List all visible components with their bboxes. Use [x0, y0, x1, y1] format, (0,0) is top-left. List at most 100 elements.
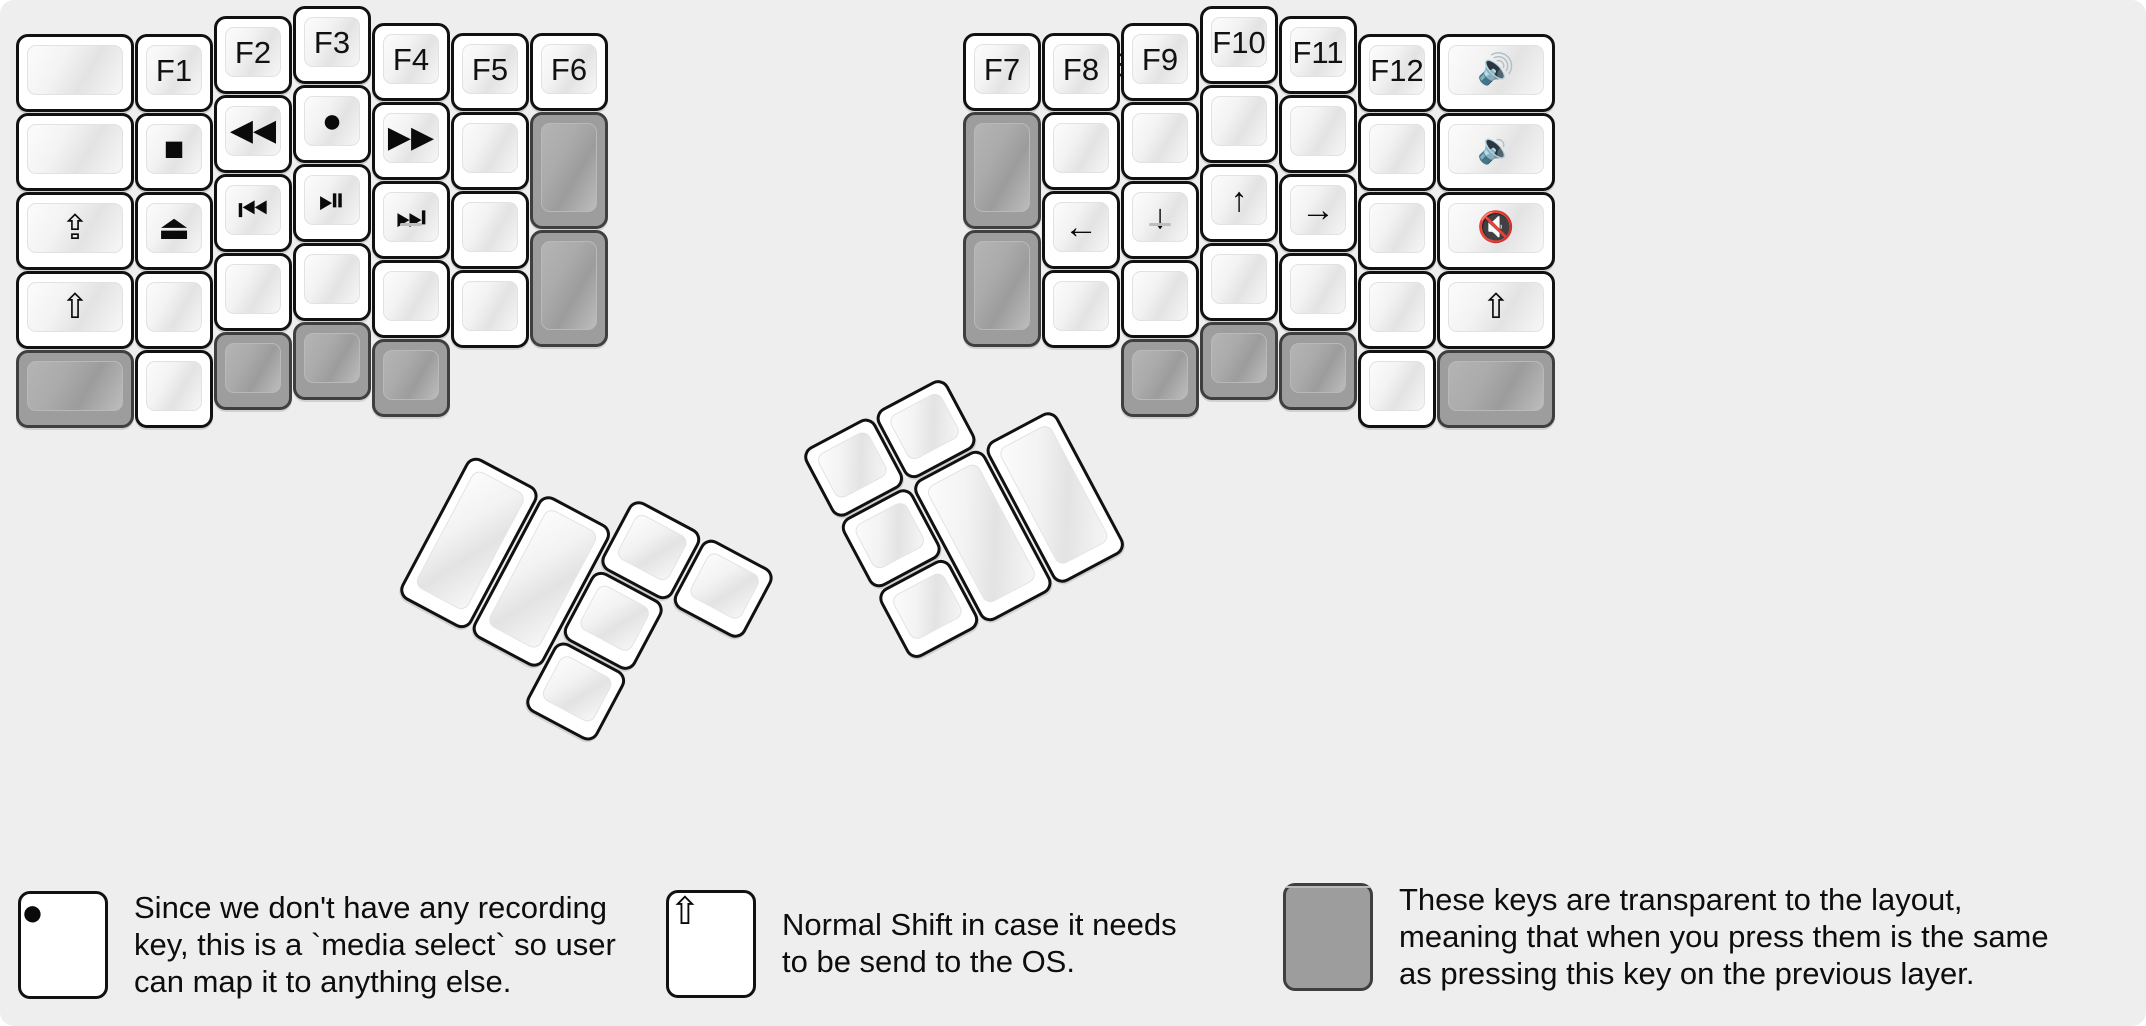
key-left-f5[interactable]: F5	[451, 33, 529, 111]
key-left-f1[interactable]: F1	[135, 34, 213, 112]
key-right-c3-r1[interactable]	[1200, 85, 1278, 163]
legend-transparent-key[interactable]	[1283, 883, 1373, 992]
key-left-c0-r3[interactable]: ⇧	[16, 271, 134, 349]
key-right-c5-r2[interactable]	[1358, 192, 1436, 270]
key-right-arrow-left-cap: ←	[1053, 202, 1109, 252]
key-left-c6-r2[interactable]	[530, 230, 608, 347]
key-left-c5-r1[interactable]	[451, 112, 529, 190]
key-left-c2-r3-cap	[225, 264, 281, 314]
key-right-arrow-down[interactable]: ↓	[1121, 181, 1199, 259]
key-left-f2-label: F2	[234, 34, 272, 70]
key-right-c0-r1[interactable]	[963, 112, 1041, 229]
key-left-eject-cap: ⏏	[146, 203, 202, 253]
key-right-f8-label: F8	[1062, 51, 1100, 87]
key-right-f8[interactable]: F8	[1042, 33, 1120, 111]
key-right-c3-r4[interactable]	[1200, 322, 1278, 400]
key-right-volume-down[interactable]: 🔉	[1437, 113, 1555, 191]
key-right-f9[interactable]: F9	[1121, 23, 1199, 101]
key-right-c5-r4[interactable]	[1358, 350, 1436, 428]
key-left-stop-cap: ■	[146, 124, 202, 174]
key-right-c2-r4[interactable]	[1121, 339, 1199, 417]
key-left-prev-track[interactable]: ⏮	[214, 174, 292, 252]
key-right-f10[interactable]: F10	[1200, 6, 1278, 84]
key-left-c6-r1[interactable]	[530, 112, 608, 229]
key-right-f11-label: F11	[1292, 34, 1344, 70]
key-left-f5-cap: F5	[462, 44, 518, 94]
key-left-f5-label: F5	[471, 51, 509, 87]
caps-lock-icon: ⇪	[60, 209, 90, 247]
key-right-thumb-4-cap	[887, 390, 962, 463]
legend-shift: ⇧Normal Shift in case it needs to be sen…	[666, 890, 1177, 998]
key-left-c4-r3[interactable]	[372, 260, 450, 338]
key-left-c5-r3[interactable]	[451, 270, 529, 348]
key-left-c3-r3[interactable]	[293, 243, 371, 321]
key-left-c0-r1-cap	[27, 124, 123, 174]
key-left-play-pause[interactable]: ⏯	[293, 164, 371, 242]
key-left-f3[interactable]: F3	[293, 6, 371, 84]
key-right-c3-r4-cap	[1211, 333, 1267, 383]
key-left-c4-r4[interactable]	[372, 339, 450, 417]
key-left-f6[interactable]: F6	[530, 33, 608, 111]
volume-mute-icon: 🔇	[1477, 211, 1515, 244]
key-right-arrow-up[interactable]: ↑	[1200, 164, 1278, 242]
key-left-next-track[interactable]: ⏭	[372, 181, 450, 259]
key-right-f12[interactable]: F12	[1358, 34, 1436, 112]
key-right-f10-cap: F10	[1211, 17, 1267, 67]
key-right-c5-r2-cap	[1369, 203, 1425, 253]
key-left-record[interactable]: ●	[293, 85, 371, 163]
key-left-c0-r2[interactable]: ⇪	[16, 192, 134, 270]
key-right-c5-r3[interactable]	[1358, 271, 1436, 349]
key-right-c6-r4[interactable]	[1437, 350, 1555, 428]
legend-shift-key[interactable]: ⇧	[666, 890, 756, 998]
previous-track-icon: ⏮	[237, 191, 269, 229]
key-right-arrow-left[interactable]: ←	[1042, 191, 1120, 269]
key-right-c3-r3[interactable]	[1200, 243, 1278, 321]
key-right-f7[interactable]: F7	[963, 33, 1041, 111]
key-left-f2[interactable]: F2	[214, 16, 292, 94]
key-left-c4-r3-cap	[383, 271, 439, 321]
key-right-volume-up[interactable]: 🔊	[1437, 34, 1555, 112]
key-left-stop[interactable]: ■	[135, 113, 213, 191]
key-left-thumb-4-cap	[687, 550, 762, 622]
key-right-c1-r3[interactable]	[1042, 270, 1120, 348]
key-left-c5-r2[interactable]	[451, 191, 529, 269]
key-right-c2-r1[interactable]	[1121, 102, 1199, 180]
key-right-f8-cap: F8	[1053, 44, 1109, 94]
key-left-c0-r4[interactable]	[16, 350, 134, 428]
key-right-f11[interactable]: F11	[1279, 16, 1357, 94]
key-left-c2-r3[interactable]	[214, 253, 292, 331]
key-right-c4-r1[interactable]	[1279, 95, 1357, 173]
legend-transparent: These keys are transparent to the layout…	[1283, 882, 2049, 993]
legend-transparent-key-cap	[1286, 886, 1370, 889]
key-left-c0-r0[interactable]	[16, 34, 134, 112]
key-right-c2-r3[interactable]	[1121, 260, 1199, 338]
key-right-c4-r3[interactable]	[1279, 253, 1357, 331]
key-right-c0-r2[interactable]	[963, 230, 1041, 347]
key-left-c2-r4[interactable]	[214, 332, 292, 410]
key-left-c3-r4[interactable]	[293, 322, 371, 400]
key-right-f7-label: F7	[983, 51, 1021, 87]
key-right-c5-r1[interactable]	[1358, 113, 1436, 191]
key-right-c3-r1-cap	[1211, 96, 1267, 146]
key-right-thumb-2-cap	[889, 570, 965, 642]
key-right-c3-r3-cap	[1211, 254, 1267, 304]
legend-record-key[interactable]: ●	[18, 891, 108, 1000]
key-left-c1-r3[interactable]	[135, 271, 213, 349]
key-right-volume-mute[interactable]: 🔇	[1437, 192, 1555, 270]
key-left-f4[interactable]: F4	[372, 23, 450, 101]
key-left-c0-r1[interactable]	[16, 113, 134, 191]
key-right-f7-cap: F7	[974, 44, 1030, 94]
key-left-c1-r4[interactable]	[135, 350, 213, 428]
key-right-c1-r1[interactable]	[1042, 112, 1120, 190]
key-right-shift[interactable]: ⇧	[1437, 271, 1555, 349]
legend-record-text: Since we don't have any recording key, t…	[134, 890, 616, 999]
key-left-rewind[interactable]: ◀◀	[214, 95, 292, 173]
key-right-c4-r4[interactable]	[1279, 332, 1357, 410]
legend-transparent-text: These keys are transparent to the layout…	[1399, 882, 2049, 991]
key-left-prev-track-cap: ⏮	[225, 185, 281, 235]
key-right-arrow-down-homing-bump	[1149, 223, 1171, 226]
key-right-arrow-right[interactable]: →	[1279, 174, 1357, 252]
key-left-eject[interactable]: ⏏	[135, 192, 213, 270]
key-left-fast-forward[interactable]: ▶▶	[372, 102, 450, 180]
